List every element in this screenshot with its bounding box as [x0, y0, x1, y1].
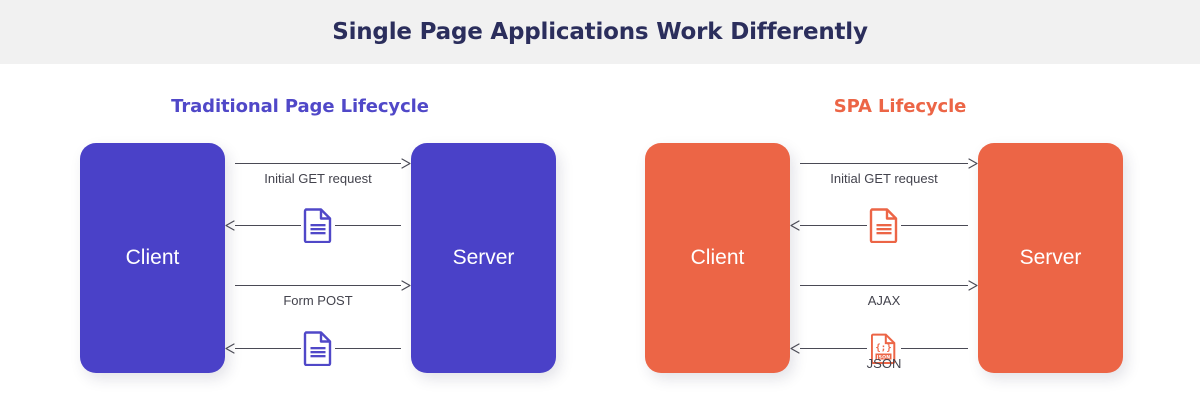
page-title: Single Page Applications Work Differentl… — [332, 19, 868, 45]
flow-label-1: Initial GET request — [830, 171, 938, 186]
arrowhead-right-icon — [401, 280, 412, 291]
arrowhead-left-icon — [789, 343, 800, 354]
arrowhead-right-icon — [968, 280, 979, 291]
flow-label-2: AJAX — [867, 293, 901, 308]
diagram-area: Traditional Page Lifecycle Client Server… — [0, 64, 1200, 400]
node-label: Client — [125, 246, 180, 269]
arrowhead-left-icon — [224, 343, 235, 354]
arrow-line — [800, 285, 968, 286]
flow-arrow-right-2 — [225, 280, 411, 291]
flow-label-1: Initial GET request — [264, 171, 372, 186]
node-server-traditional: Server — [411, 143, 556, 373]
flow-lanes-traditional: Initial GET request — [225, 143, 411, 373]
panel-spa: SPA Lifecycle Client Server Initial GET … — [600, 64, 1200, 400]
arrowhead-right-icon — [968, 158, 979, 169]
arrow-line — [235, 285, 401, 286]
flow-arrow-right-1 — [790, 158, 978, 169]
flow-lanes-spa: Initial GET request — [790, 143, 978, 373]
node-server-spa: Server — [978, 143, 1123, 373]
panel-heading-spa: SPA Lifecycle — [833, 96, 967, 117]
arrowhead-left-icon — [224, 220, 235, 231]
node-label: Server — [1019, 246, 1082, 269]
node-label: Client — [690, 246, 745, 269]
arrow-line — [235, 163, 401, 164]
node-client-traditional: Client — [80, 143, 225, 373]
document-icon — [867, 205, 901, 245]
node-client-spa: Client — [645, 143, 790, 373]
flow-label-2: Form POST — [283, 293, 353, 308]
panel-heading-traditional: Traditional Page Lifecycle — [171, 96, 429, 117]
svg-text:JSON: JSON — [876, 354, 891, 360]
flow-arrow-right-1 — [225, 158, 411, 169]
document-icon — [301, 328, 335, 368]
svg-text:{;}: {;} — [875, 343, 891, 353]
document-icon — [301, 205, 335, 245]
panel-traditional: Traditional Page Lifecycle Client Server… — [0, 64, 600, 400]
arrowhead-left-icon — [789, 220, 800, 231]
arrowhead-right-icon — [401, 158, 412, 169]
node-label: Server — [452, 246, 515, 269]
flow-arrow-right-2 — [790, 280, 978, 291]
flow-label-3: JSON — [866, 356, 902, 371]
json-document-icon: {;} JSON — [867, 328, 901, 368]
header-band: Single Page Applications Work Differentl… — [0, 0, 1200, 64]
arrow-line — [800, 163, 968, 164]
